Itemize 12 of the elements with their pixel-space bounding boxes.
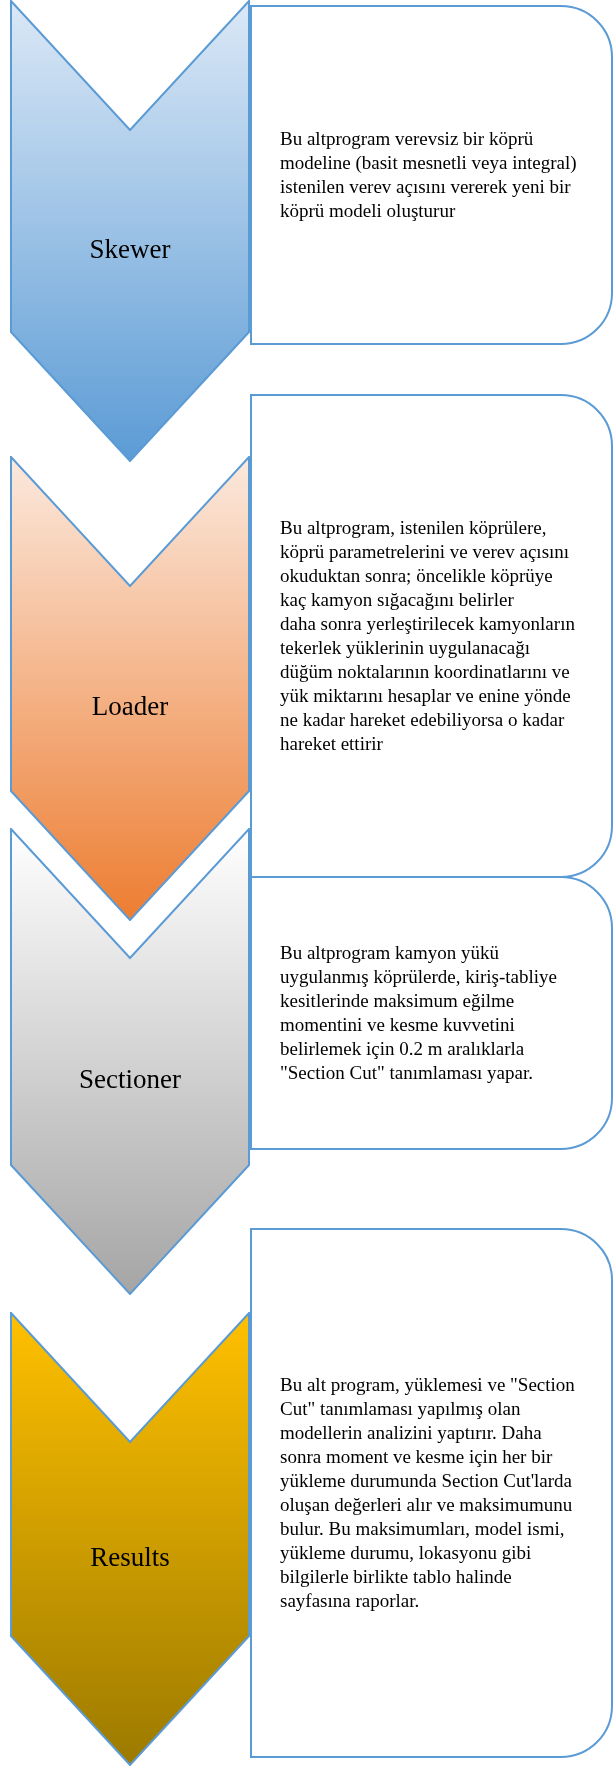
description-box (250, 876, 613, 1150)
step-label: Sectioner (79, 1064, 181, 1095)
description-box (250, 394, 613, 878)
description-box (250, 5, 613, 345)
description-text: daha sonra yerleştirilecek kamyonların tekerlek yüklerinin uygulanacağı düğüm noktalarının koordinatlarını ve yük miktarını hesaplar ve enine yönde ne kadar hareket edebiliyorsa o kadar hareket ettirir (280, 612, 576, 756)
step-label: Skewer (89, 233, 171, 265)
description-text: Bu altprogram kamyon yükü uygulanmış köprülerde, kiriş-tabliye kesitlerinde maksimum eğilme momentini ve kesme kuvvetini belirlemek için 0.2 m aralıklarla "Section Cut" tanımlaması yapar. (280, 941, 559, 1085)
description-text: Bu alt program, yüklemesi ve "Section Cut" tanımlaması yapılmış olan modellerin analizini yaptırır. Daha sonra moment ve kesme için her bir yükleme durumunda Section Cut'larda oluşan değerleri alır ve maksimumunu bulur. Bu maksimumları, model ismi, yükleme durumu, lokasyonu gibi bilgilerle birlikte tablo halinde sayfasına raporlar. (280, 1373, 576, 1613)
step-label: Loader (91, 691, 169, 722)
description-box (250, 1228, 613, 1758)
description-text: Bu altprogram verevsiz bir köprü modeline (basit mesnetli veya integral) istenilen verev açısını vererek yeni bir köprü modeli oluşturur (280, 127, 578, 223)
step-label: Results (90, 1541, 170, 1573)
